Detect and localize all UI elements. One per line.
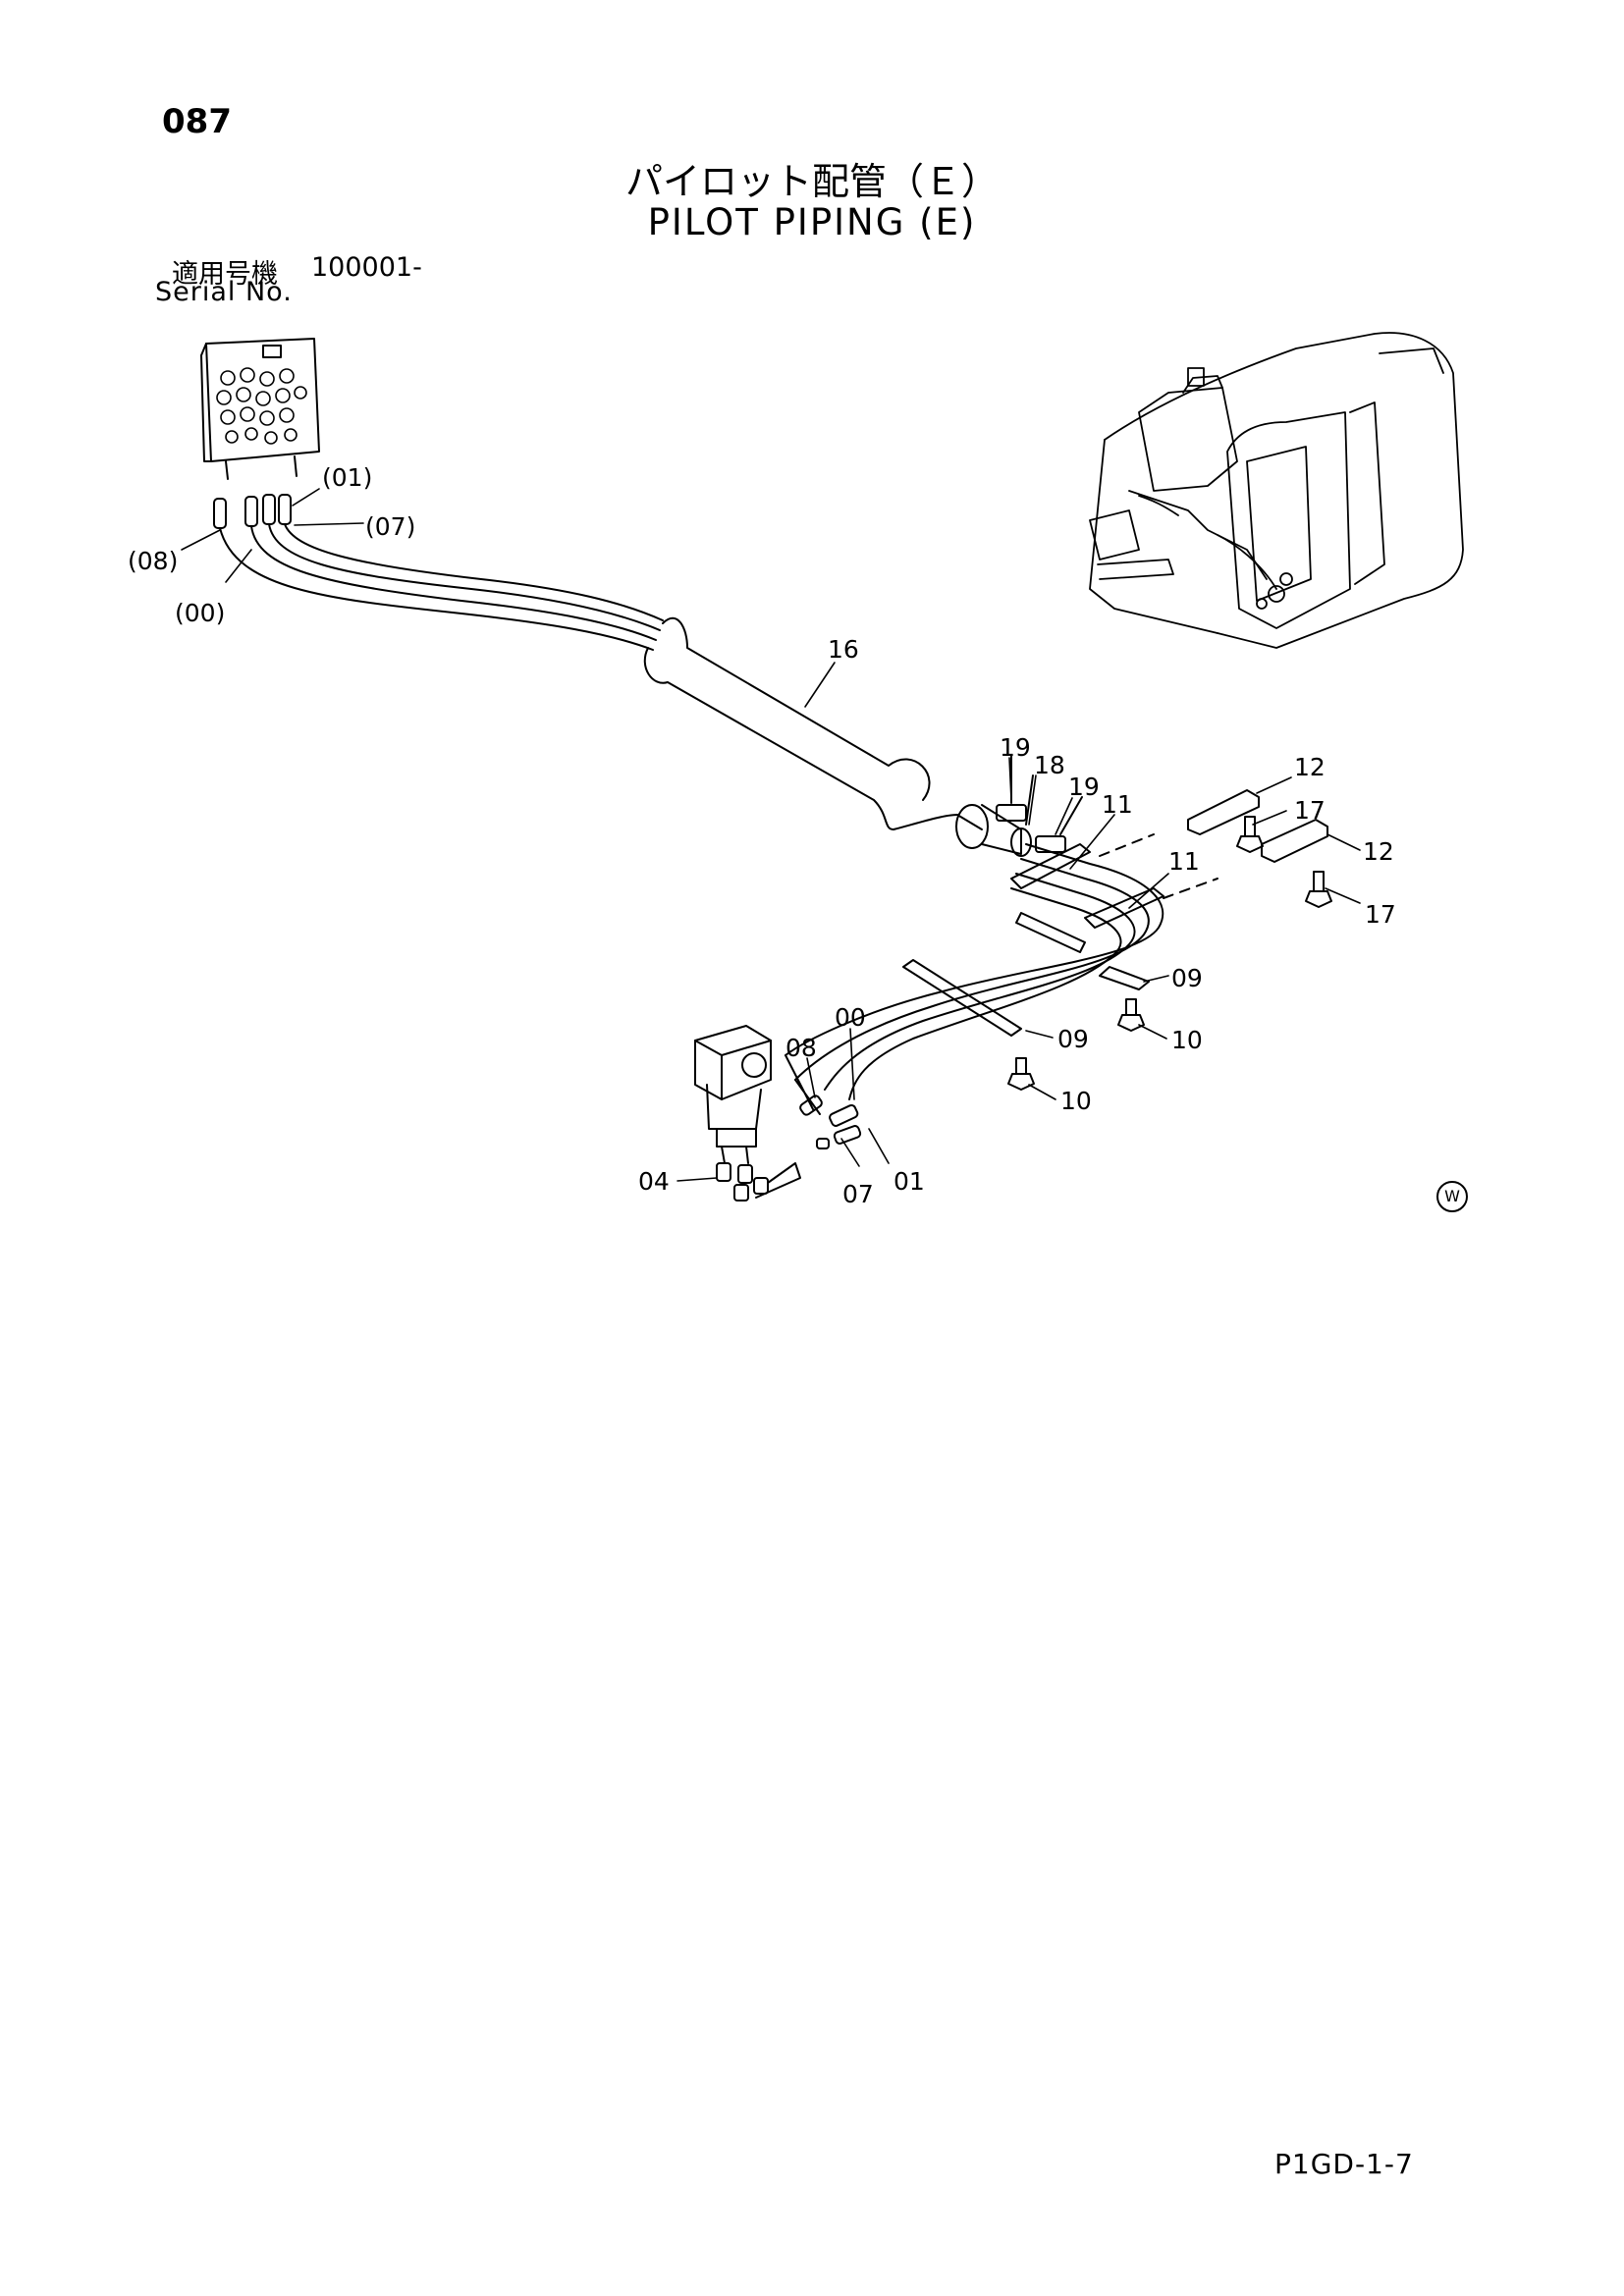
callout-01-paren: (01)	[322, 463, 372, 492]
callout-19-a: 19	[1000, 733, 1031, 762]
callout-18: 18	[1034, 751, 1065, 779]
callout-00-paren: (00)	[175, 599, 225, 627]
serial-value: 100001-	[311, 252, 422, 283]
serial-label-english: Serial No.	[155, 277, 293, 307]
callout-labels: (01) (07) (08) (00) 16 19 18 19 11 11 12…	[128, 463, 1396, 1208]
lower-pilot-valve	[694, 1025, 801, 1201]
title-japanese: パイロット配管（Ｅ）	[624, 160, 999, 203]
callout-07: 07	[842, 1180, 874, 1208]
callout-04: 04	[638, 1167, 670, 1196]
lower-hose-fittings	[799, 1095, 862, 1149]
callout-07-paren: (07)	[365, 512, 415, 541]
callout-19-b: 19	[1068, 773, 1100, 801]
callout-00: 00	[835, 1003, 866, 1032]
callout-10-a: 10	[1171, 1026, 1203, 1054]
leader-lines	[181, 488, 1361, 1182]
serial-label-japanese: 適用号機	[172, 259, 278, 290]
callout-11-b: 11	[1168, 847, 1200, 876]
watermark-circle-symbol: W	[1436, 1181, 1468, 1212]
callout-12-a: 12	[1294, 753, 1326, 781]
callout-12-b: 12	[1363, 837, 1394, 866]
callout-16: 16	[828, 635, 859, 664]
mounting-brackets	[902, 789, 1328, 1037]
callout-09-a: 09	[1171, 964, 1203, 992]
page-number: 087	[162, 102, 232, 141]
title-english: PILOT PIPING (E)	[647, 201, 977, 243]
callout-01: 01	[893, 1167, 925, 1196]
pilot-hoses-upper	[213, 494, 664, 651]
callout-08: 08	[785, 1034, 817, 1062]
clamp-assembly	[996, 755, 1083, 853]
callout-17-b: 17	[1365, 900, 1396, 929]
callout-09-b: 09	[1057, 1025, 1089, 1053]
pilot-hoses-lower	[785, 843, 1164, 1115]
hose-protector-sleeve	[643, 616, 1032, 857]
machine-cab-illustration	[1089, 332, 1464, 649]
callout-10-b: 10	[1060, 1087, 1092, 1115]
bolts	[1007, 816, 1332, 1091]
footer-code: P1GD-1-7	[1274, 2148, 1414, 2180]
callout-17-a: 17	[1294, 796, 1326, 825]
callout-08-paren: (08)	[128, 547, 178, 575]
pilot-valve-block	[200, 338, 320, 480]
callout-11-a: 11	[1102, 790, 1133, 819]
